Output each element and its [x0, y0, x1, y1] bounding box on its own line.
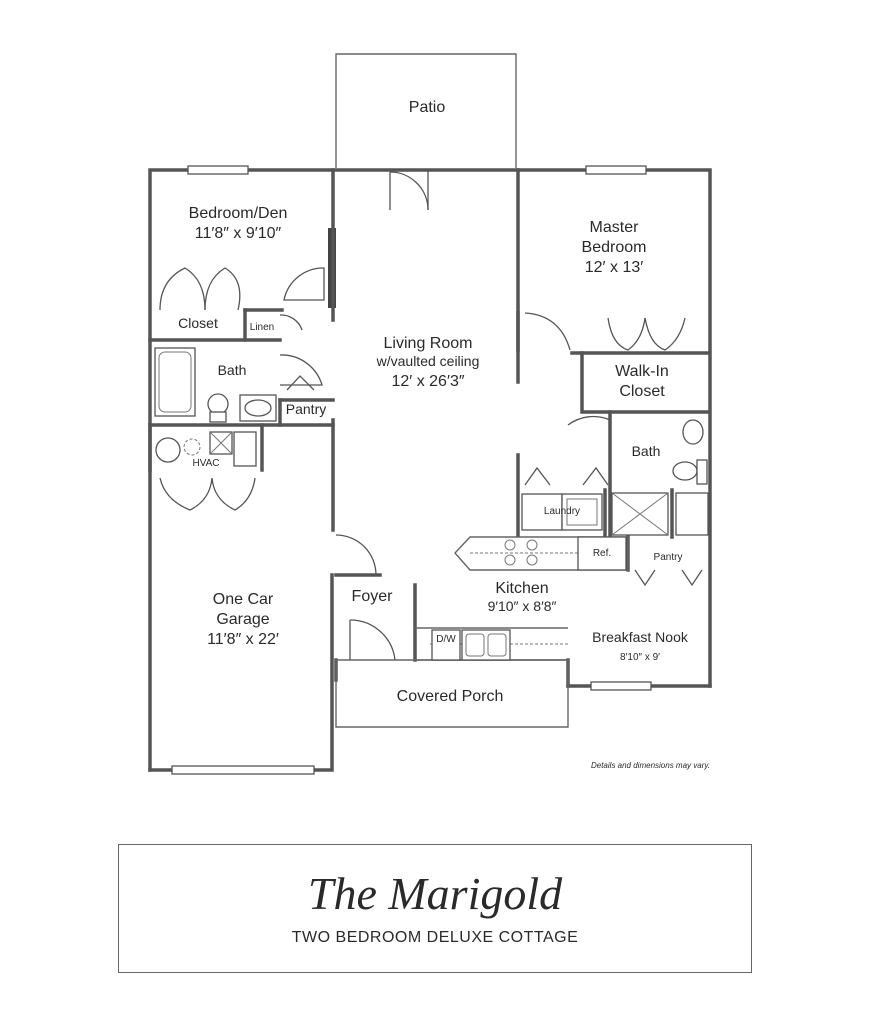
patio-label: Patio [409, 99, 446, 116]
living-room-dimensions: 12′ x 26′3″ [391, 373, 464, 390]
pantry-1-label: Pantry [286, 401, 326, 417]
floor-plan: Patio Bedroom/Den 11′8″ x 9′10″ Closet L… [148, 53, 712, 775]
bath-1-label: Bath [218, 362, 247, 378]
linen-label: Linen [250, 322, 274, 333]
bedroom-den-dimensions: 11′8″ x 9′10″ [195, 225, 282, 242]
garage-dimensions: 11′8″ x 22′ [207, 631, 279, 648]
ref-label: Ref. [593, 548, 611, 559]
fixtures [154, 347, 709, 661]
breakfast-nook-label: Breakfast Nook [592, 629, 689, 645]
living-room-label: Living Room [384, 335, 473, 352]
garage-label-1: One Car [213, 591, 274, 608]
bedroom-den-label: Bedroom/Den [189, 205, 288, 222]
bath-2-label: Bath [632, 443, 661, 459]
plan-subtitle: TWO BEDROOM DELUXE COTTAGE [291, 929, 579, 946]
foyer-label: Foyer [352, 588, 394, 605]
closet-label: Closet [178, 315, 218, 331]
walk-in-closet-label-2: Closet [619, 383, 665, 400]
master-bedroom-label-1: Master [590, 219, 640, 236]
interior-walls [148, 168, 710, 688]
pantry-2-label: Pantry [654, 552, 683, 563]
kitchen-dimensions: 9′10″ x 8′8″ [488, 598, 557, 614]
hvac-label: HVAC [192, 458, 219, 469]
dishwasher-label: D/W [436, 634, 456, 645]
living-room-note: w/vaulted ceiling [376, 353, 480, 369]
laundry-label: Laundry [544, 506, 580, 517]
title-block: The Marigold TWO BEDROOM DELUXE COTTAGE [118, 844, 752, 973]
plan-name: The Marigold [307, 868, 563, 919]
kitchen-label: Kitchen [495, 580, 548, 597]
windows [171, 165, 652, 775]
master-bedroom-dimensions: 12′ x 13′ [585, 259, 643, 276]
walk-in-closet-label-1: Walk-In [615, 363, 669, 380]
covered-porch-label: Covered Porch [397, 688, 504, 705]
master-bedroom-label-2: Bedroom [582, 239, 647, 256]
disclaimer: Details and dimensions may vary. [591, 761, 710, 770]
doors [159, 170, 703, 661]
garage-label-2: Garage [216, 611, 269, 628]
patio-outline [335, 53, 517, 168]
breakfast-nook-dimensions: 8′10″ x 9′ [620, 652, 660, 663]
